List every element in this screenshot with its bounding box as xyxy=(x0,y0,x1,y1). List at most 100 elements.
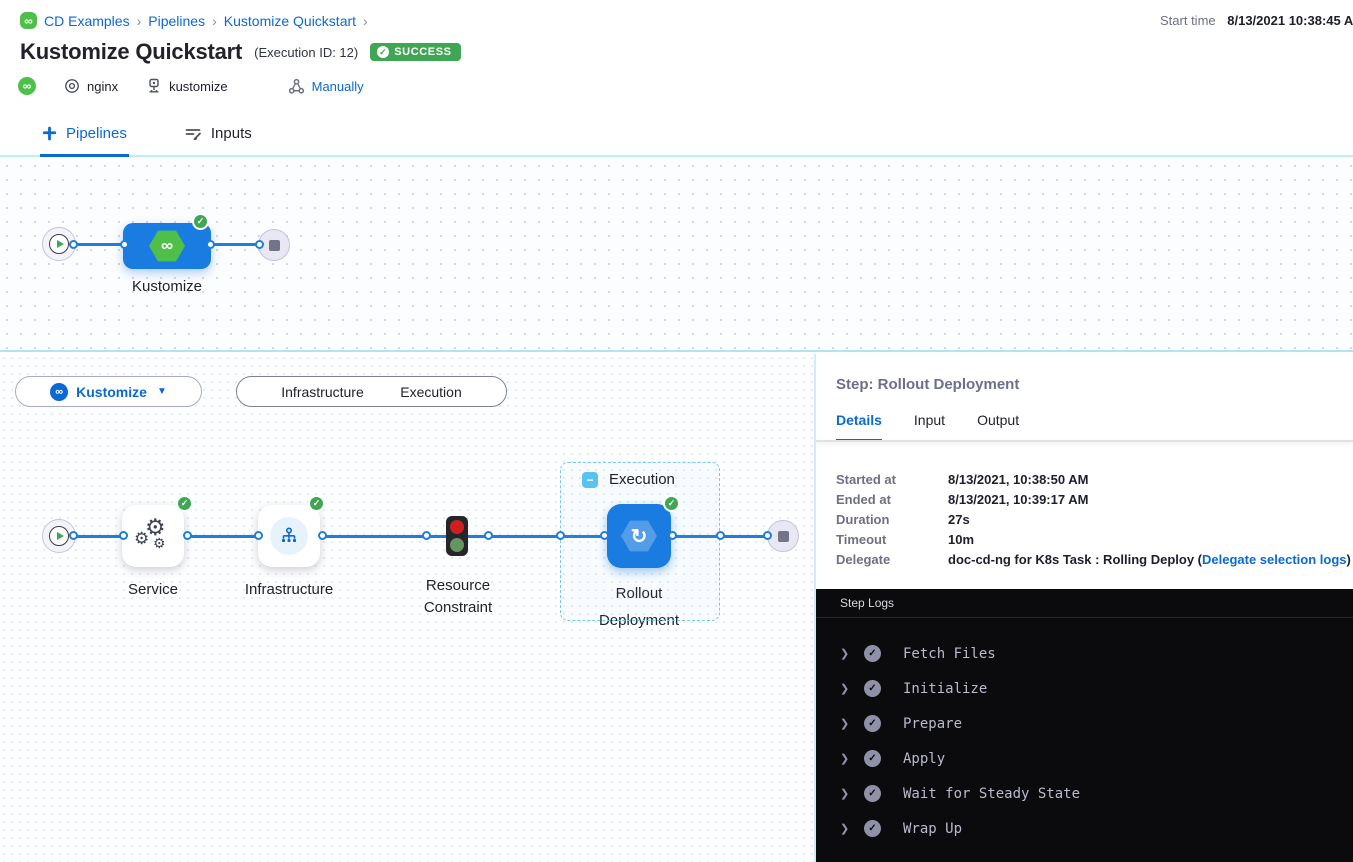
trigger-tag[interactable]: Manually xyxy=(288,78,364,95)
success-check-icon: ✓ xyxy=(864,645,881,662)
toggle-infrastructure[interactable]: Infrastructure xyxy=(281,383,364,400)
tab-input[interactable]: Input xyxy=(913,412,946,428)
chevron-down-icon: ▼ xyxy=(156,386,167,397)
success-check-icon: ✓ xyxy=(192,213,209,230)
connector-dot xyxy=(120,240,129,249)
breadcrumb-pipelines[interactable]: Pipelines xyxy=(148,12,206,29)
step-label-infrastructure: Infrastructure xyxy=(244,581,334,598)
tab-inputs[interactable]: Inputs xyxy=(183,113,254,157)
environment-icon xyxy=(149,78,159,93)
detail-row-started-at: Started at 8/13/2021, 10:38:50 AM xyxy=(836,471,1089,487)
pipelines-icon xyxy=(42,126,57,141)
log-section-row[interactable]: ❯ ✓ Prepare xyxy=(840,715,963,732)
step-logs-title: Step Logs xyxy=(816,589,1353,618)
infrastructure-icon xyxy=(282,527,296,542)
stop-icon xyxy=(777,530,789,542)
service-gears-icon: ⚙⚙⚙ xyxy=(134,514,166,551)
step-node-service[interactable]: ⚙⚙⚙ xyxy=(122,505,184,567)
stage-selector-label: Kustomize xyxy=(76,383,147,400)
success-check-icon: ✓ xyxy=(864,820,881,837)
log-section-row[interactable]: ❯ ✓ Wait for Steady State xyxy=(840,785,1081,802)
chevron-right-icon[interactable]: ❯ xyxy=(840,648,850,660)
stop-icon xyxy=(268,239,280,251)
cd-module-icon: ∞ xyxy=(20,12,37,29)
log-section-row[interactable]: ❯ ✓ Wrap Up xyxy=(840,820,963,837)
success-check-icon: ✓ xyxy=(308,495,325,512)
traffic-light-green xyxy=(450,538,464,552)
connector-line xyxy=(64,535,776,538)
log-section-row[interactable]: ❯ ✓ Fetch Files xyxy=(840,645,996,662)
step-label-service: Service xyxy=(127,581,179,598)
breadcrumb: ∞ CD Examples › Pipelines › Kustomize Qu… xyxy=(20,12,368,29)
execution-group-label: Execution xyxy=(609,471,675,488)
collapse-group-icon[interactable]: − xyxy=(582,471,598,488)
breadcrumb-separator: › xyxy=(212,12,217,29)
infra-execution-toggle: Infrastructure Execution xyxy=(236,376,507,407)
stage-execution-canvas[interactable]: ∞ Kustomize ▼ Infrastructure Execution −… xyxy=(0,354,816,862)
delegate-selection-logs-link[interactable]: Delegate selection logs xyxy=(1202,551,1347,567)
pipeline-graph-canvas[interactable]: ∞ ✓ Kustomize xyxy=(0,159,1353,352)
step-detail-panel: Step: Rollout Deployment Details Input O… xyxy=(816,354,1353,862)
tab-pipelines[interactable]: Pipelines xyxy=(40,113,129,157)
connector-dot xyxy=(255,240,264,249)
tabs-divider xyxy=(816,440,1353,442)
step-node-rollout-deployment[interactable]: ↻ xyxy=(607,504,671,568)
step-details-list: Started at 8/13/2021, 10:38:50 AM Ended … xyxy=(836,469,1351,569)
environment-tag[interactable]: kustomize xyxy=(146,78,228,94)
success-check-icon: ✓ xyxy=(864,785,881,802)
breadcrumb-cd-examples[interactable]: CD Examples xyxy=(44,12,130,29)
connector-dot xyxy=(119,531,128,540)
chevron-right-icon[interactable]: ❯ xyxy=(840,753,850,765)
service-tag[interactable]: nginx xyxy=(64,78,118,94)
service-icon xyxy=(65,79,79,93)
success-check-icon: ✓ xyxy=(864,750,881,767)
cd-module-icon: ∞ xyxy=(18,77,36,95)
traffic-light-red xyxy=(450,520,464,534)
connector-dot xyxy=(600,531,609,540)
connector-dot xyxy=(69,531,78,540)
start-time-label: Start time xyxy=(1160,13,1216,28)
success-check-icon: ✓ xyxy=(864,680,881,697)
connector-dot xyxy=(183,531,192,540)
connector-dot xyxy=(206,240,215,249)
toggle-execution[interactable]: Execution xyxy=(400,383,462,400)
inputs-icon xyxy=(185,129,201,141)
execution-id: (Execution ID: 12) xyxy=(254,44,359,60)
play-icon xyxy=(56,532,64,540)
cd-stage-icon: ∞ xyxy=(50,382,69,401)
success-check-icon: ✓ xyxy=(864,715,881,732)
page-header: ∞ CD Examples › Pipelines › Kustomize Qu… xyxy=(0,0,1353,113)
cd-tag: ∞ xyxy=(18,77,36,95)
start-time-value: 8/13/2021 10:38:45 AM xyxy=(1227,13,1353,28)
step-node-infrastructure[interactable] xyxy=(258,505,320,567)
stage-label: Kustomize xyxy=(131,278,203,295)
log-section-row[interactable]: ❯ ✓ Apply xyxy=(840,750,946,767)
stage-selector-dropdown[interactable]: ∞ Kustomize ▼ xyxy=(15,376,202,407)
tab-details[interactable]: Details xyxy=(836,412,882,442)
step-panel-tabs: Details Input Output xyxy=(836,412,1019,442)
connector-dot xyxy=(422,531,431,540)
success-check-icon: ✓ xyxy=(663,495,680,512)
step-label-resource-constraint: Resource Constraint xyxy=(423,577,493,616)
chevron-right-icon[interactable]: ❯ xyxy=(840,823,850,835)
log-section-row[interactable]: ❯ ✓ Initialize xyxy=(840,680,988,697)
step-logs-panel: Step Logs ❯ ✓ Fetch Files ❯ ✓ Initialize… xyxy=(816,589,1353,862)
connector-dot xyxy=(668,531,677,540)
connector-dot xyxy=(69,240,78,249)
tab-output[interactable]: Output xyxy=(977,412,1020,428)
stage-end-node xyxy=(767,520,799,552)
chevron-right-icon[interactable]: ❯ xyxy=(840,788,850,800)
breadcrumb-kustomize-quickstart[interactable]: Kustomize Quickstart xyxy=(223,12,357,29)
step-node-resource-constraint[interactable] xyxy=(446,516,468,556)
step-logs-list: ❯ ✓ Fetch Files ❯ ✓ Initialize ❯ ✓ Prepa… xyxy=(816,618,1353,846)
trigger-icon xyxy=(288,78,304,94)
chevron-right-icon[interactable]: ❯ xyxy=(840,718,850,730)
chevron-right-icon[interactable]: ❯ xyxy=(840,683,850,695)
stage-node-kustomize[interactable]: ∞ xyxy=(123,223,211,269)
connector-dot xyxy=(763,531,772,540)
connector-dot xyxy=(318,531,327,540)
view-tabbar: Pipelines Inputs xyxy=(0,113,1353,157)
page-title: Kustomize Quickstart xyxy=(20,39,243,64)
kubernetes-cd-icon: ∞ xyxy=(149,230,185,262)
